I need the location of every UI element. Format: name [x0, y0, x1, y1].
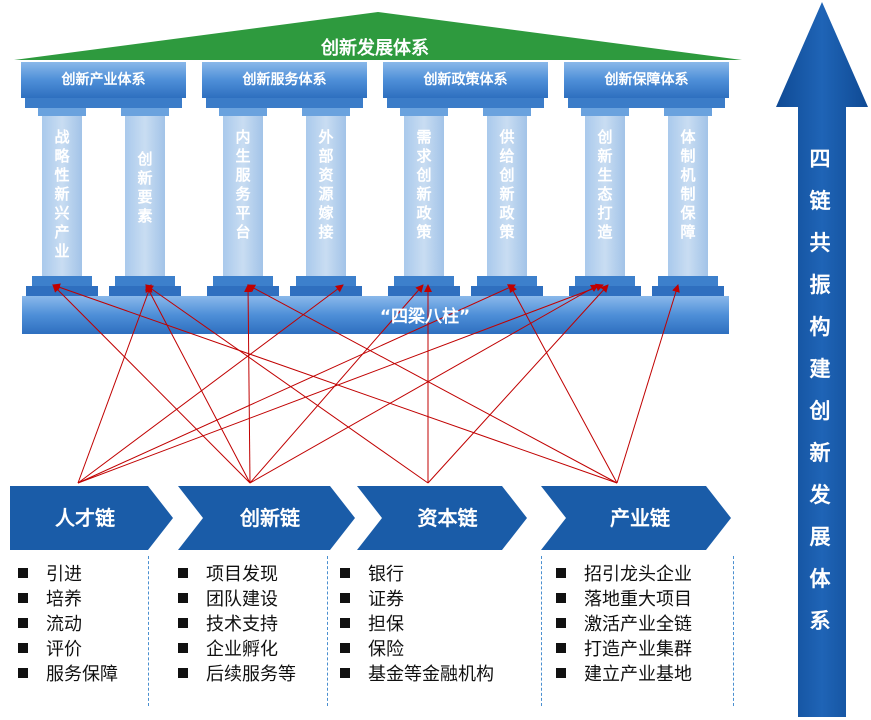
list-item: 银行	[340, 562, 494, 587]
list-item: 基金等金融机构	[340, 662, 494, 687]
list-item: 落地重大项目	[556, 587, 692, 612]
pillar-bases	[26, 276, 724, 296]
chain-list-innovation: 项目发现 团队建设 技术支持 企业孵化 后续服务等	[178, 562, 296, 687]
list-item: 项目发现	[178, 562, 296, 587]
list-item: 建立产业基地	[556, 662, 692, 687]
system-capitals	[21, 62, 729, 116]
pillar-label: 内生服务平台	[235, 128, 251, 241]
divider	[541, 556, 542, 706]
bullet-icon	[556, 643, 566, 653]
bullet-icon	[18, 668, 28, 678]
bullet-icon	[178, 668, 188, 678]
system-label-policy: 创新政策体系	[423, 72, 508, 88]
chain-label-talent: 人才链	[55, 506, 115, 530]
chain-list-capital: 银行 证券 担保 保险 基金等金融机构	[340, 562, 494, 687]
bullet-icon	[18, 643, 28, 653]
list-item: 引进	[18, 562, 118, 587]
system-label-industry: 创新产业体系	[61, 72, 146, 88]
bullet-icon	[340, 618, 350, 628]
connector-arrows	[52, 283, 680, 484]
list-item: 担保	[340, 612, 494, 637]
system-label-guarantee: 创新保障体系	[604, 72, 689, 88]
bullet-icon	[340, 593, 350, 603]
pillar-label: 外部资源嫁接	[318, 128, 334, 241]
pillar-label: 体制机制保障	[680, 128, 696, 241]
chain-list-talent: 引进 培养 流动 评价 服务保障	[18, 562, 118, 687]
list-item: 激活产业全链	[556, 612, 692, 637]
bullet-icon	[340, 643, 350, 653]
side-arrow-text: 四链共振构建创新发展体系	[809, 147, 831, 633]
pillar-label: 战略性新兴产业	[54, 128, 70, 260]
pillar-columns	[42, 116, 708, 276]
pillar-label: 需求创新政策	[416, 128, 432, 241]
chain-label-innovation: 创新链	[240, 506, 300, 530]
list-item: 后续服务等	[178, 662, 296, 687]
pillar-label: 供给创新政策	[499, 128, 515, 241]
pillar-label: 创新要素	[137, 150, 153, 225]
bullet-icon	[178, 643, 188, 653]
bullet-icon	[178, 593, 188, 603]
chain-list-industry: 招引龙头企业 落地重大项目 激活产业全链 打造产业集群 建立产业基地	[556, 562, 692, 687]
list-item: 培养	[18, 587, 118, 612]
divider	[148, 556, 149, 706]
bullet-icon	[556, 593, 566, 603]
list-item: 评价	[18, 637, 118, 662]
chain-label-industry: 产业链	[610, 506, 670, 530]
divider	[327, 556, 328, 706]
list-item: 招引龙头企业	[556, 562, 692, 587]
list-item: 保险	[340, 637, 494, 662]
bullet-icon	[18, 568, 28, 578]
bullet-icon	[340, 568, 350, 578]
list-item: 证券	[340, 587, 494, 612]
list-item: 打造产业集群	[556, 637, 692, 662]
list-item: 流动	[18, 612, 118, 637]
bullet-icon	[18, 593, 28, 603]
bullet-icon	[178, 568, 188, 578]
side-arrow-shape	[776, 2, 868, 717]
list-item: 技术支持	[178, 612, 296, 637]
bullet-icon	[18, 618, 28, 628]
bullet-icon	[178, 618, 188, 628]
list-item: 企业孵化	[178, 637, 296, 662]
foundation-label: “四梁八柱”	[379, 307, 471, 327]
system-label-service: 创新服务体系	[242, 72, 327, 88]
roof	[14, 12, 742, 60]
bullet-icon	[340, 668, 350, 678]
bullet-icon	[556, 618, 566, 628]
list-item: 服务保障	[18, 662, 118, 687]
bullet-icon	[556, 668, 566, 678]
roof-title: 创新发展体系	[321, 38, 429, 59]
pillar-label: 创新生态打造	[597, 128, 613, 241]
bullet-icon	[556, 568, 566, 578]
chain-chevrons	[10, 486, 731, 550]
list-item: 团队建设	[178, 587, 296, 612]
divider	[733, 556, 734, 706]
chain-label-capital: 资本链	[417, 506, 478, 530]
